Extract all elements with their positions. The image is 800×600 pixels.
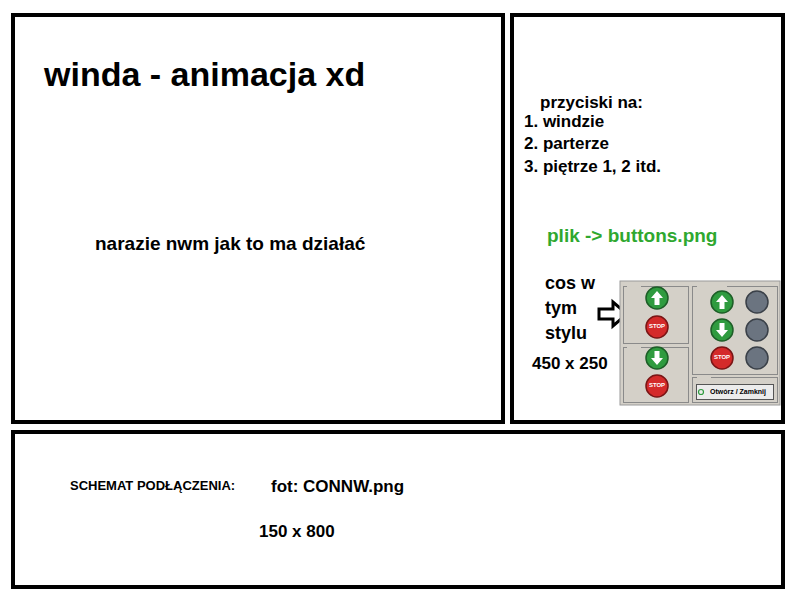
frame-title-gap — [697, 284, 727, 288]
panel-background — [620, 281, 780, 405]
panel-box: SCHEMAT PODŁĄCZENIA: fot: CONNW.png 150 x … — [11, 430, 785, 589]
green-button — [711, 319, 733, 341]
green-button — [646, 347, 668, 369]
group-frame — [693, 378, 778, 403]
down-arrow — [651, 351, 663, 365]
box-text: 450 x 250 — [532, 354, 608, 374]
up-arrow — [651, 291, 663, 305]
box-text: cos w tym stylu — [545, 271, 611, 346]
box-text: narazie nwm jak to ma działać — [95, 233, 365, 255]
door-button — [697, 385, 774, 400]
red-button — [711, 347, 733, 369]
box-heading: przyciski na: — [540, 93, 643, 113]
button-label: STOP — [712, 354, 732, 361]
box-text: 1. windzie — [524, 112, 604, 132]
panel-box: przyciski na:1. windzie2. parterze 3. pię… — [510, 13, 785, 424]
frame-title-gap — [627, 284, 641, 288]
grey-button — [746, 347, 768, 369]
frame-title-gap — [627, 345, 641, 349]
box-text: 150 x 800 — [259, 522, 335, 542]
buttons-screenshot — [620, 281, 780, 405]
group-frame — [693, 287, 778, 375]
grey-button — [746, 319, 768, 341]
box-text: fot: CONNW.png — [271, 477, 404, 497]
box-text: 3. piętrze 1, 2 itd. — [524, 157, 661, 177]
box-heading: SCHEMAT PODŁĄCZENIA: — [70, 479, 235, 494]
frame-title-gap — [697, 375, 711, 379]
button-label: STOP — [647, 382, 667, 389]
box-text: 2. parterze — [524, 134, 609, 154]
button-caption: Otwórz / Zamknij — [706, 388, 770, 396]
box-text: plik -> buttons.png — [547, 225, 717, 247]
group-frame — [624, 348, 689, 403]
up-arrow — [716, 295, 728, 309]
green-button — [646, 287, 668, 309]
green-button — [711, 291, 733, 313]
box-heading: winda - animacja xd — [44, 55, 365, 94]
panel-box: winda - animacja xd narazie nwm jak to ma… — [11, 13, 505, 424]
door-icon — [699, 390, 704, 395]
down-arrow — [716, 323, 728, 337]
button-label: STOP — [647, 323, 667, 330]
group-frame — [624, 287, 689, 344]
red-button — [646, 316, 668, 338]
red-button — [646, 375, 668, 397]
grey-button — [746, 291, 768, 313]
